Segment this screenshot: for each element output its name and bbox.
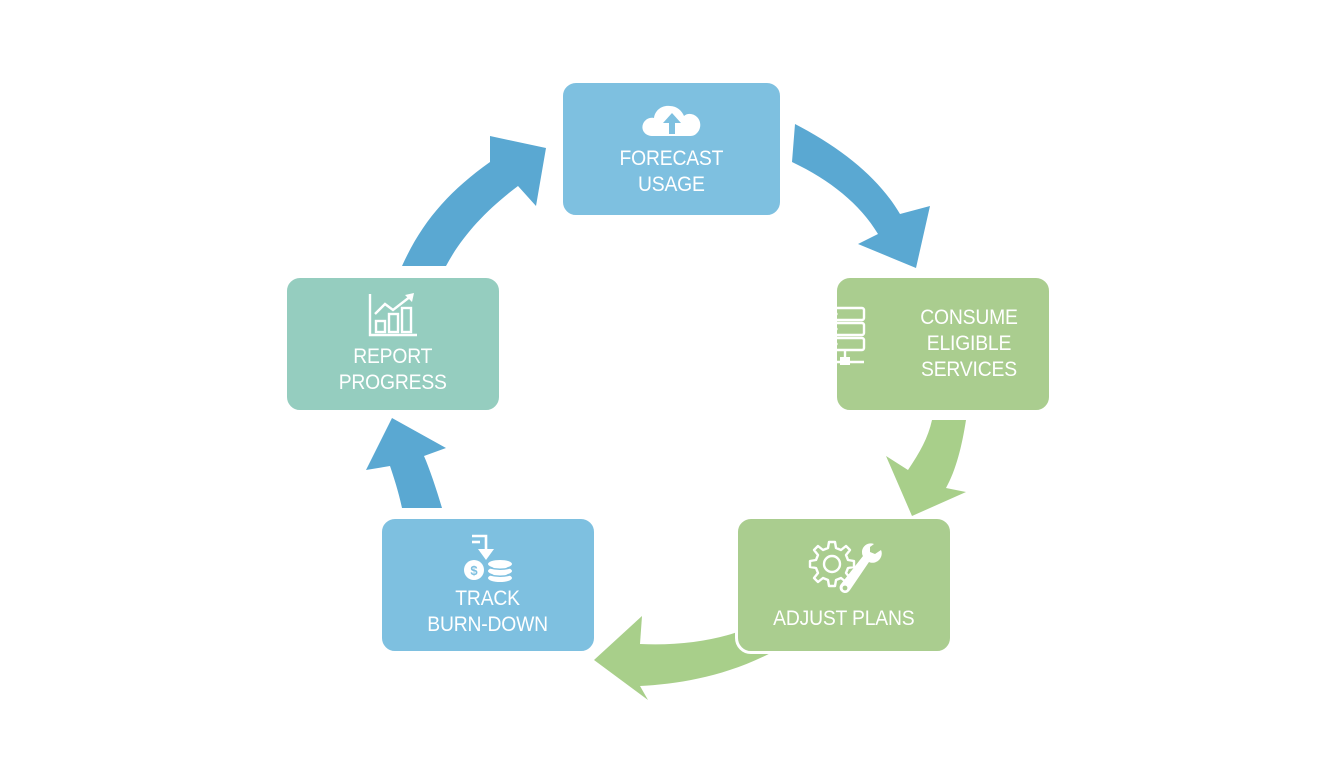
arrow-consume-to-adjust (886, 420, 966, 516)
step-label: REPORT PROGRESS (338, 345, 448, 394)
arrow-adjust-to-track (594, 616, 780, 700)
step-label: CONSUME ELIGIBLE SERVICES (920, 306, 1018, 381)
svg-text:$: $ (470, 563, 478, 578)
bar-chart-trend-icon (368, 293, 417, 337)
gear-wrench-icon (808, 540, 882, 594)
arrow-report-to-forecast (402, 136, 546, 266)
step-adjust-plans[interactable]: ADJUST PLANS (735, 516, 953, 654)
step-label: TRACK BURN-DOWN (427, 587, 549, 636)
server-stack-icon (824, 306, 866, 365)
step-label: ADJUST PLANS (773, 607, 915, 630)
step-report-progress[interactable]: REPORT PROGRESS (284, 275, 502, 413)
arrow-track-to-report (366, 418, 446, 508)
step-label: FORECAST USAGE (619, 147, 724, 196)
arrow-forecast-to-consume (792, 124, 930, 268)
step-forecast-usage[interactable]: FORECAST USAGE (560, 80, 783, 218)
cloud-upload-icon (641, 105, 700, 136)
step-track-burn-down[interactable]: $ TRACK BURN-DOWN (379, 516, 597, 654)
coins-down-arrow-icon: $ (464, 534, 513, 582)
